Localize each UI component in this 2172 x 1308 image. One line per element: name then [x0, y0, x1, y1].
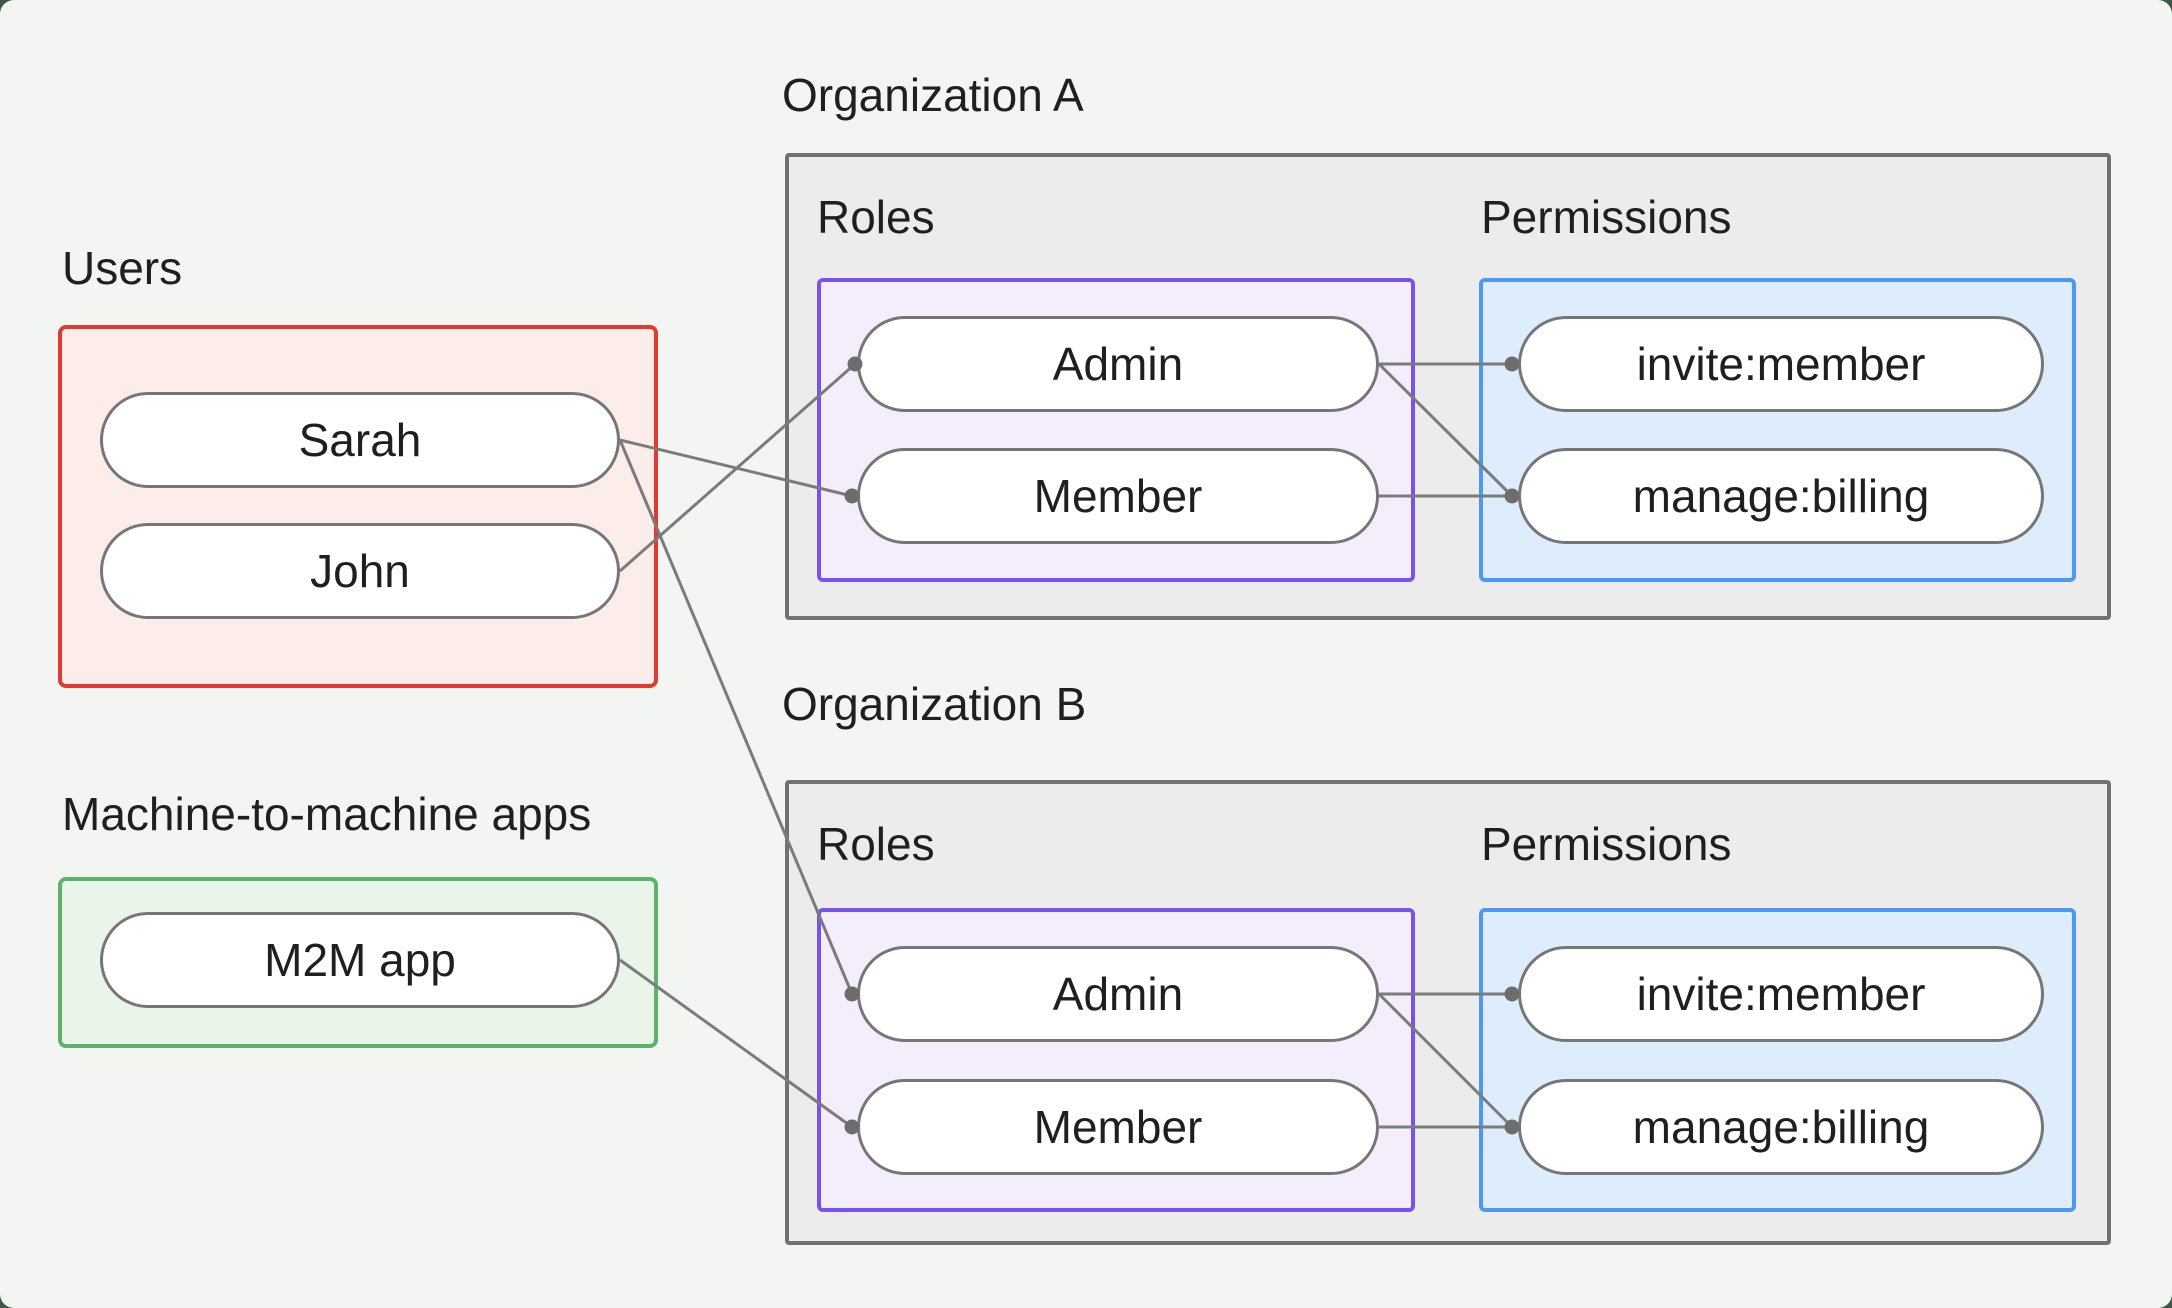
- node-org-a-admin: Admin: [857, 316, 1379, 412]
- node-org-b-invite-member: invite:member: [1518, 946, 2044, 1042]
- node-org-b-admin-label: Admin: [1052, 968, 1184, 1020]
- org-a-roles-label: Roles: [817, 191, 935, 243]
- node-org-a-invite-member-label: invite:member: [1636, 338, 1926, 390]
- node-m2m-app: M2M app: [100, 912, 620, 1008]
- node-sarah-label: Sarah: [298, 414, 422, 466]
- users-group-box: [58, 325, 658, 688]
- node-org-a-member: Member: [857, 448, 1379, 544]
- node-org-b-manage-billing-label: manage:billing: [1632, 1101, 1930, 1153]
- node-org-b-invite-member-label: invite:member: [1636, 968, 1926, 1020]
- node-org-b-member-label: Member: [1033, 1101, 1203, 1153]
- org-a-permissions-label: Permissions: [1481, 191, 1732, 243]
- node-john: John: [100, 523, 620, 619]
- node-org-b-admin: Admin: [857, 946, 1379, 1042]
- m2m-group-label: Machine-to-machine apps: [62, 788, 592, 840]
- org-b-roles-label: Roles: [817, 818, 935, 870]
- node-org-a-member-label: Member: [1033, 470, 1203, 522]
- node-org-a-manage-billing: manage:billing: [1518, 448, 2044, 544]
- node-john-label: John: [310, 545, 410, 597]
- node-org-b-member: Member: [857, 1079, 1379, 1175]
- node-sarah: Sarah: [100, 392, 620, 488]
- users-group-label: Users: [62, 242, 183, 294]
- org-b-permissions-label: Permissions: [1481, 818, 1732, 870]
- org-b-label: Organization B: [782, 678, 1087, 730]
- org-a-label: Organization A: [782, 69, 1084, 121]
- node-org-a-admin-label: Admin: [1052, 338, 1184, 390]
- node-org-b-manage-billing: manage:billing: [1518, 1079, 2044, 1175]
- node-org-a-invite-member: invite:member: [1518, 316, 2044, 412]
- node-org-a-manage-billing-label: manage:billing: [1632, 470, 1930, 522]
- node-m2m-app-label: M2M app: [264, 934, 456, 986]
